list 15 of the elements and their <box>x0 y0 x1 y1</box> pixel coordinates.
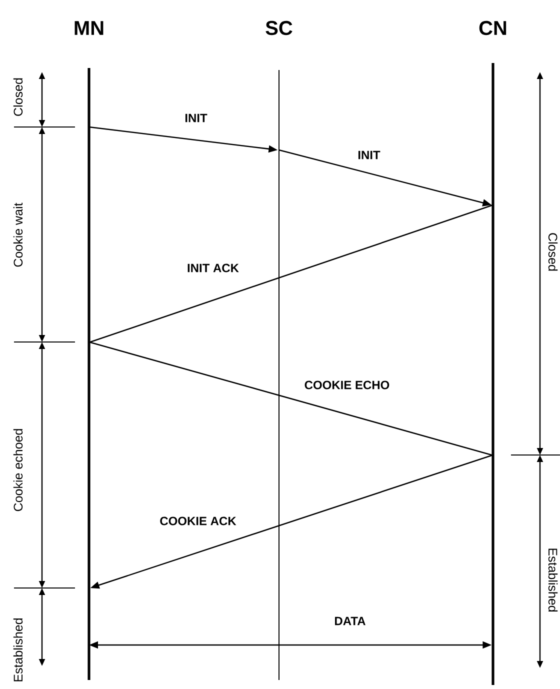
lifeline-heading: CN <box>479 20 506 36</box>
message-label: COOKIE ACK <box>158 516 238 526</box>
state-label: Cookie echoed <box>13 429 23 512</box>
message-label: INIT <box>184 112 208 124</box>
state-label: Closed <box>548 233 558 271</box>
state-label: Cookie wait <box>13 202 23 267</box>
message-label: DATA <box>333 616 367 626</box>
state-label: Established <box>548 548 558 612</box>
message-label: COOKIE ECHO <box>303 380 391 390</box>
state-label: Closed <box>13 78 23 116</box>
lifeline-heading: SC <box>266 20 292 36</box>
state-label: Established <box>13 618 23 682</box>
message-label: INIT <box>356 150 382 160</box>
lifeline-heading: MN <box>74 21 104 35</box>
message-label: INIT ACK <box>186 262 240 274</box>
